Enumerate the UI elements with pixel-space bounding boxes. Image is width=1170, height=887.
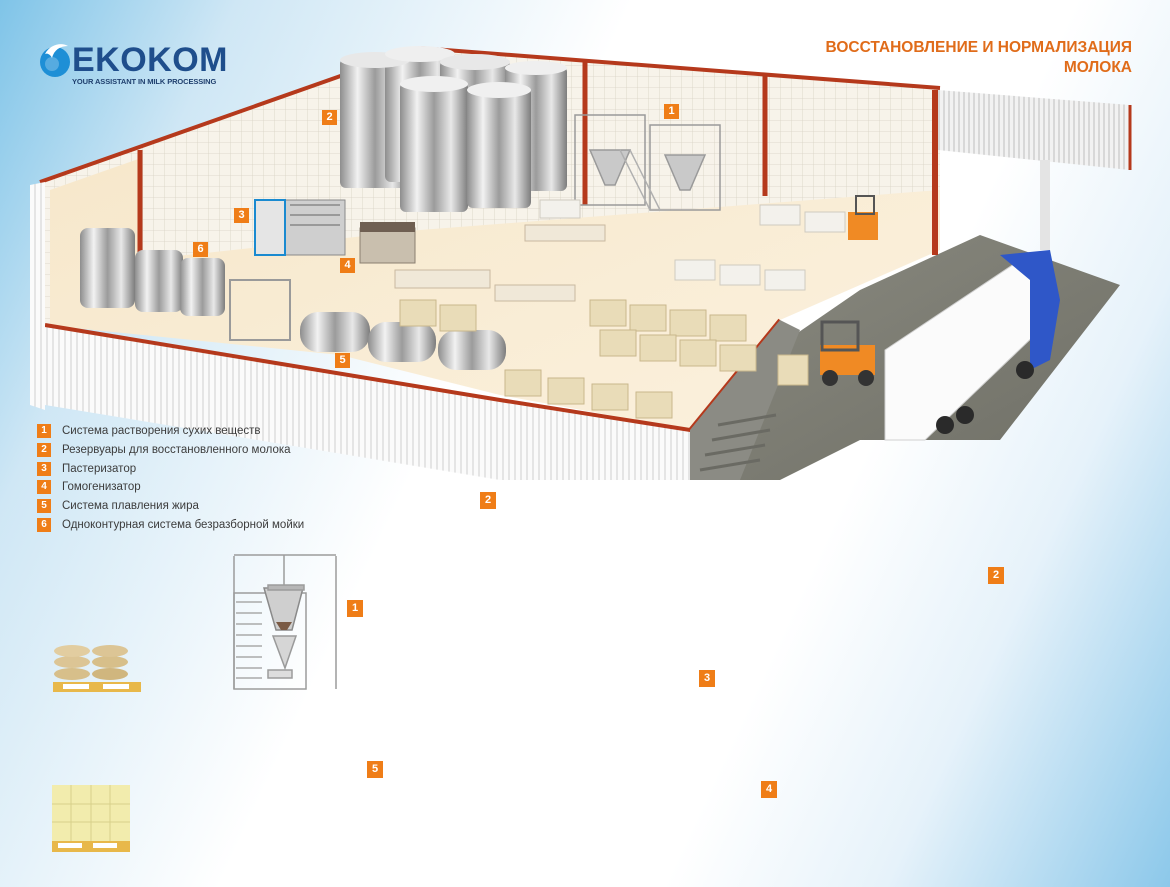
legend-number: 1 [37, 424, 51, 439]
plant-badge-dissolver: 1 [664, 104, 679, 119]
fat-blocks-pallet [52, 785, 130, 852]
dissolving-stations [574, 114, 721, 211]
logo-tagline: YOUR ASSISTANT IN MILK PROCESSING [72, 77, 217, 86]
office-desks [394, 224, 606, 302]
stairs [690, 320, 800, 480]
flow-badge-pasteurizer: 3 [699, 670, 715, 687]
reconstituted-milk-tanks [340, 46, 567, 212]
legend-item: 2 Резервуары для восстановленного молока [37, 441, 304, 460]
legend-number: 4 [37, 480, 51, 495]
legend-item: 4 Гомогенизатор [37, 478, 304, 497]
flow-badge-homogenizer: 4 [761, 781, 777, 798]
legend-label: Резервуары для восстановленного молока [62, 444, 291, 457]
flow-badge-tank-a: 2 [480, 492, 496, 509]
legend-number: 3 [37, 461, 51, 476]
page-title: ВОССТАНОВЛЕНИЕ И НОРМАЛИЗАЦИЯ МОЛОКА [826, 38, 1132, 78]
wall-front-left [45, 325, 500, 480]
homogenizer-3d [359, 222, 416, 264]
dissolving-unit [233, 554, 337, 690]
plant-badge-cip: 6 [193, 242, 208, 257]
equipment-legend: 1 Система растворения сухих веществ 2 Ре… [37, 422, 304, 534]
title-line-1: ВОССТАНОВЛЕНИЕ И НОРМАЛИЗАЦИЯ [825, 39, 1132, 56]
legend-label: Система растворения сухих веществ [62, 425, 261, 438]
title-line-2: МОЛОКА [1063, 59, 1132, 76]
milk-drop-icon [40, 44, 70, 77]
plant-badge-fat-melter: 5 [335, 353, 350, 368]
legend-number: 6 [37, 517, 51, 532]
powder-bag-stacks [539, 199, 846, 291]
forklift [777, 320, 875, 386]
plant-badge-tanks: 2 [322, 110, 337, 125]
legend-number: 2 [37, 443, 51, 458]
pallet-stacks [399, 299, 757, 419]
pasteurizer-3d [254, 199, 346, 256]
process-flow-diagram [52, 554, 337, 852]
legend-item: 3 Пастеризатор [37, 459, 304, 478]
logo-wordmark: EKOKOM [72, 41, 228, 79]
legend-item: 1 Система растворения сухих веществ [37, 422, 304, 441]
fat-melting-tanks [300, 312, 506, 370]
wall-front-right [500, 400, 690, 480]
legend-label: Система плавления жира [62, 500, 199, 513]
ekokom-logo: EKOKOM YOUR ASSISTANT IN MILK PROCESSING [38, 40, 228, 90]
legend-item: 5 Система плавления жира [37, 497, 304, 516]
truck [884, 250, 1060, 441]
legend-number: 5 [37, 499, 51, 514]
legend-label: Пастеризатор [62, 462, 137, 475]
plant-badge-pasteurizer: 3 [234, 208, 249, 223]
flow-badge-tank-b: 2 [988, 567, 1004, 584]
forklift [848, 195, 878, 240]
plant-badge-homogenizer: 4 [340, 258, 355, 273]
dock-canopy [938, 90, 1130, 170]
flow-badge-dissolver: 1 [347, 600, 363, 617]
cip-tanks [80, 228, 291, 341]
wall-edge-left [30, 182, 45, 410]
powder-bags-pallet [53, 645, 141, 692]
plant-illustration [30, 45, 1132, 480]
legend-item: 6 Одноконтурная система безразборной мой… [37, 515, 304, 534]
dock-column [1040, 160, 1050, 250]
legend-label: Гомогенизатор [62, 481, 141, 494]
flow-badge-fat-melter: 5 [367, 761, 383, 778]
legend-label: Одноконтурная система безразборной мойки [62, 518, 305, 531]
